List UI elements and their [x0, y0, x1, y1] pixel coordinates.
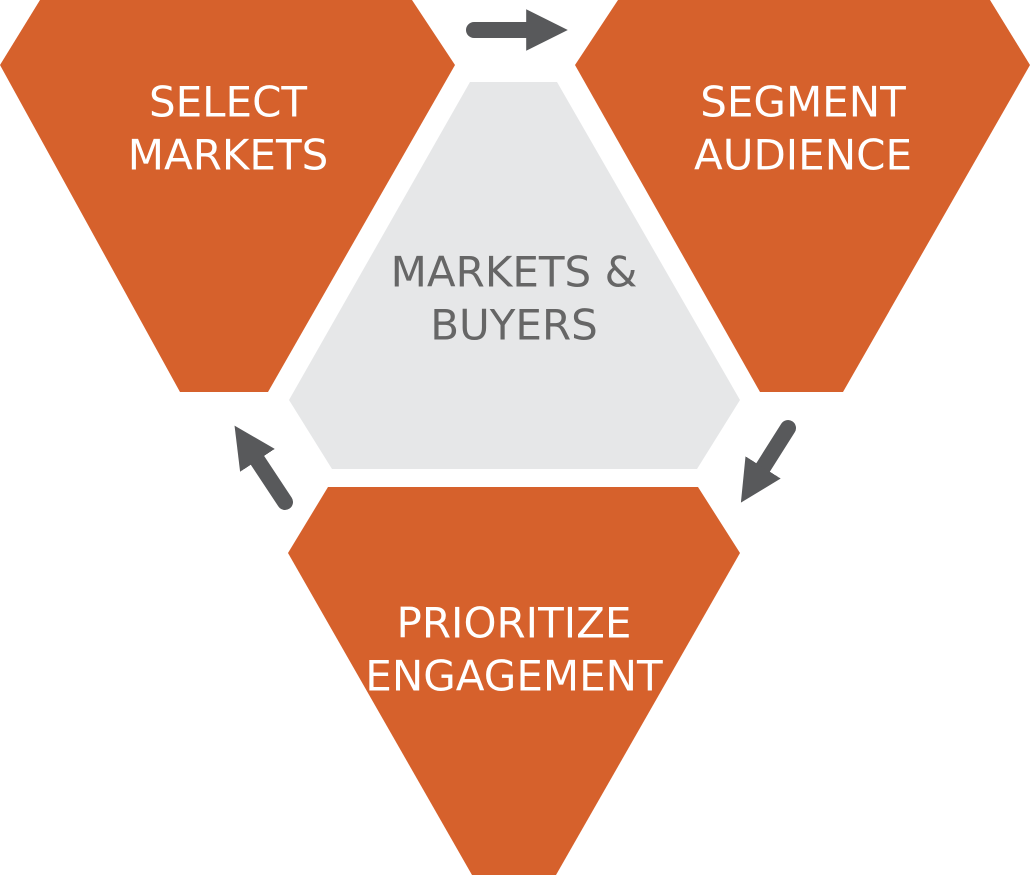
step-prioritize-engagement-line2: ENGAGEMENT — [365, 652, 663, 701]
step-prioritize-engagement-line1: PRIORITIZE — [397, 599, 632, 648]
step-segment-audience-line1: SEGMENT — [700, 78, 906, 127]
center-markets-buyers: MARKETS & BUYERS — [289, 82, 740, 469]
step-segment-audience-line2: AUDIENCE — [694, 131, 912, 180]
center-label-line1: MARKETS & — [391, 248, 638, 297]
step-segment-audience: SEGMENT AUDIENCE — [575, 0, 1030, 392]
arrow-down-left-icon — [740, 420, 796, 503]
step-select-markets-line1: SELECT — [149, 78, 307, 127]
step-select-markets-line2: MARKETS — [128, 131, 329, 180]
step-segment-audience-shape — [575, 0, 1030, 392]
center-triangle-shape — [289, 82, 740, 469]
step-select-markets-shape — [0, 0, 455, 392]
center-label-line2: BUYERS — [430, 301, 598, 350]
arrow-up-left-icon — [234, 425, 293, 510]
step-prioritize-engagement-shape — [288, 487, 740, 875]
step-select-markets: SELECT MARKETS — [0, 0, 455, 392]
step-prioritize-engagement: PRIORITIZE ENGAGEMENT — [288, 487, 740, 875]
